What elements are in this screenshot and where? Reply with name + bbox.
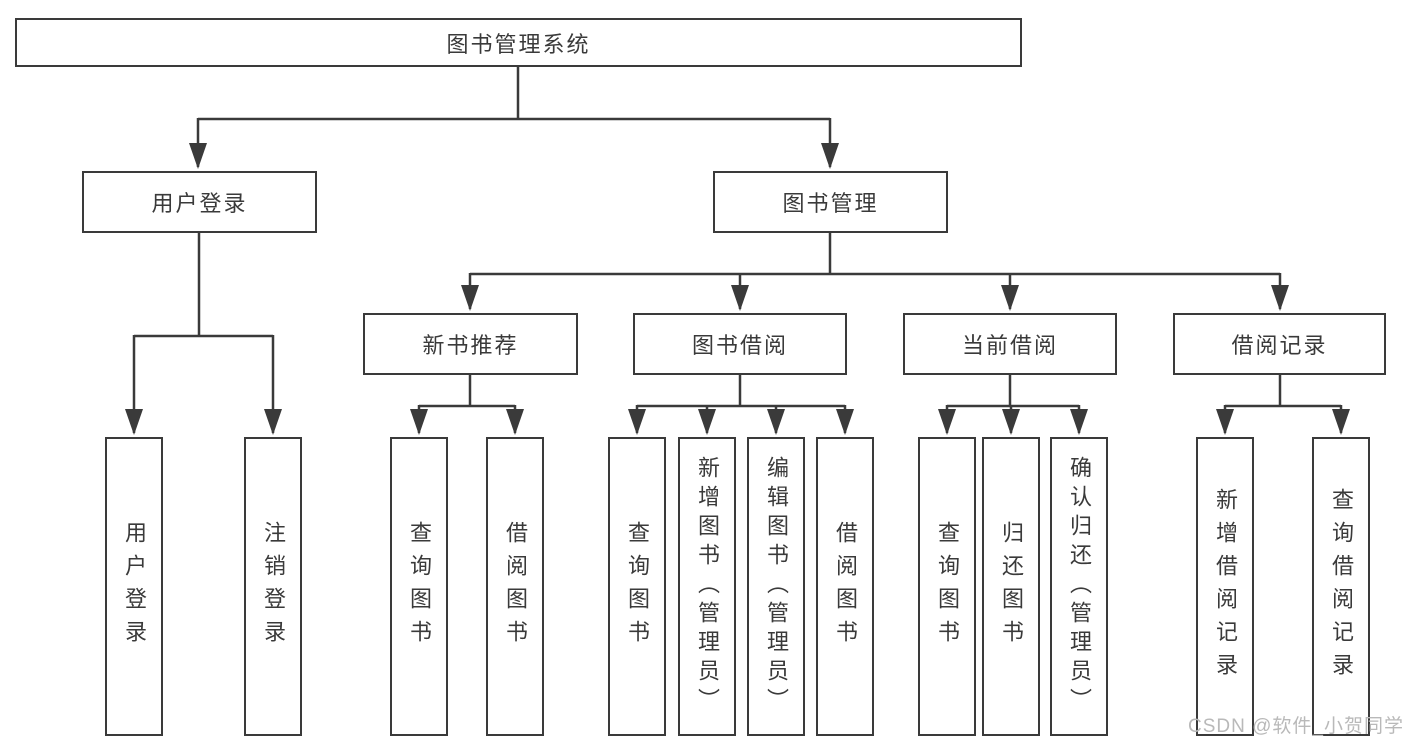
connector-root xyxy=(189,67,839,169)
leaf-borrow-books: 借阅图书 xyxy=(816,437,874,736)
leaf-add-borrow-record: 新增借阅记录 xyxy=(1196,437,1254,736)
connector-book-borrowing xyxy=(628,375,854,435)
leaf-query-books-recommend-label: 查询图书 xyxy=(407,520,432,653)
leaf-borrow-books-recommend-label: 借阅图书 xyxy=(503,520,528,653)
leaf-return-books-label: 归还图书 xyxy=(999,520,1024,653)
node-book-management: 图书管理 xyxy=(713,171,948,233)
csdn-watermark: CSDN @软件_小贺同学 xyxy=(1188,716,1404,737)
leaf-logout: 注销登录 xyxy=(244,437,302,736)
leaf-confirm-return-admin: 确认归还（管理员） xyxy=(1050,437,1108,736)
connector-book-management xyxy=(461,233,1289,311)
node-new-book-recommend: 新书推荐 xyxy=(363,313,578,375)
leaf-logout-label: 注销登录 xyxy=(261,520,286,653)
leaf-borrow-books-recommend: 借阅图书 xyxy=(486,437,544,736)
node-borrow-records: 借阅记录 xyxy=(1173,313,1386,375)
leaf-query-books-recommend: 查询图书 xyxy=(390,437,448,736)
node-current-borrowing: 当前借阅 xyxy=(903,313,1117,375)
node-user-login: 用户登录 xyxy=(82,171,317,233)
leaf-query-books-borrowing: 查询图书 xyxy=(608,437,666,736)
leaf-borrow-books-label: 借阅图书 xyxy=(833,520,858,653)
connector-new-book-recommend xyxy=(410,375,524,435)
leaf-edit-books-admin-label: 编辑图书（管理员） xyxy=(764,456,789,717)
leaf-query-books-borrowing-label: 查询图书 xyxy=(625,520,650,653)
leaf-user-login-label: 用户登录 xyxy=(122,520,147,653)
leaf-query-books-current: 查询图书 xyxy=(918,437,976,736)
leaf-return-books: 归还图书 xyxy=(982,437,1040,736)
leaf-query-borrow-record: 查询借阅记录 xyxy=(1312,437,1370,736)
leaf-add-borrow-record-label: 新增借阅记录 xyxy=(1213,487,1238,686)
leaf-query-books-current-label: 查询图书 xyxy=(935,520,960,653)
leaf-add-books-admin-label: 新增图书（管理员） xyxy=(695,456,720,717)
leaf-user-login: 用户登录 xyxy=(105,437,163,736)
node-book-borrowing: 图书借阅 xyxy=(633,313,847,375)
leaf-query-borrow-record-label: 查询借阅记录 xyxy=(1329,487,1354,686)
leaf-confirm-return-admin-label: 确认归还（管理员） xyxy=(1067,456,1092,717)
leaf-edit-books-admin: 编辑图书（管理员） xyxy=(747,437,805,736)
connector-current-borrowing xyxy=(938,375,1088,435)
leaf-add-books-admin: 新增图书（管理员） xyxy=(678,437,736,736)
connector-user-login xyxy=(125,233,282,435)
node-library-system: 图书管理系统 xyxy=(15,18,1022,67)
connector-borrow-records xyxy=(1216,375,1350,435)
